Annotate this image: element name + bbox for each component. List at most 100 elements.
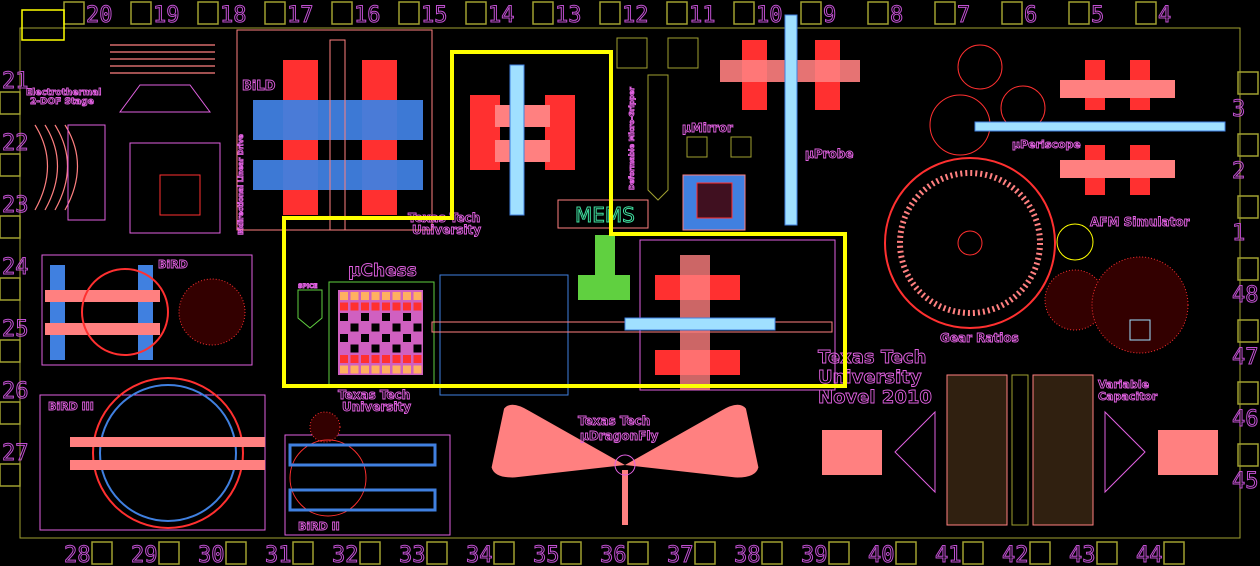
- chess-square: [403, 313, 411, 321]
- pad-number: 13: [555, 3, 582, 28]
- chess-piece: [392, 355, 401, 363]
- bond-pad: 42: [1002, 541, 1051, 566]
- pad-square: [0, 215, 21, 239]
- bond-pad: 17: [264, 1, 314, 29]
- bond-pad: 5: [1068, 1, 1105, 29]
- electrothermal-2dof-stage: Electrothermal 2-DOF Stage: [21, 9, 221, 234]
- bird-device: BiRD: [41, 254, 253, 366]
- bond-pad: 48: [1232, 257, 1259, 309]
- bond-pad: 28: [64, 541, 113, 566]
- micro-dragonfly: Texas Tech μDragonFly: [491, 404, 759, 525]
- pad-square: [1237, 133, 1259, 157]
- bond-pad: 38: [734, 541, 783, 566]
- bond-pad: 7: [934, 1, 971, 29]
- chess-square: [350, 323, 359, 332]
- pad-number: 24: [2, 255, 29, 280]
- pad-number: 30: [198, 543, 225, 566]
- pad-number: 19: [153, 3, 180, 28]
- chess-piece: [340, 365, 348, 374]
- pad-square: [0, 277, 21, 301]
- chess-piece: [403, 292, 411, 300]
- bild-device: BiLD Bidirectional Linear Drive Texas Te…: [236, 29, 482, 237]
- dragonfly-label-2: μDragonFly: [580, 429, 658, 443]
- chess-piece: [413, 292, 422, 300]
- chess-square: [413, 344, 422, 353]
- chess-square: [371, 323, 380, 332]
- pad-number: 46: [1232, 407, 1259, 432]
- pad-number: 2: [1232, 159, 1245, 184]
- micro-mirror: μMirror: [682, 121, 752, 231]
- pad-square: [761, 541, 783, 565]
- bond-pad: 30: [198, 541, 247, 566]
- pad-number: 10: [756, 3, 783, 28]
- chess-piece: [413, 302, 422, 311]
- chess-square: [361, 313, 369, 321]
- pad-number: 18: [220, 3, 247, 28]
- chess-square: [403, 334, 411, 342]
- pad-number: 1: [1232, 221, 1245, 246]
- pad-number: 26: [2, 379, 29, 404]
- pad-square: [1096, 541, 1118, 565]
- pad-square: [63, 1, 85, 25]
- bond-pad: 34: [466, 541, 515, 566]
- chess-piece: [392, 302, 401, 311]
- bond-pad: 20: [63, 1, 113, 29]
- gear-ratios: Gear Ratios AFM Simulator: [884, 157, 1190, 354]
- dragonfly-label-1: Texas Tech: [578, 414, 650, 428]
- bond-pad: 25: [0, 317, 29, 363]
- pad-square: [465, 1, 487, 25]
- chess-piece: [350, 365, 359, 374]
- pad-number: 6: [1024, 3, 1037, 28]
- pad-square: [627, 541, 649, 565]
- pad-square: [694, 541, 716, 565]
- pad-square: [1237, 381, 1259, 405]
- bond-pad: 9: [800, 1, 837, 29]
- bond-pad: 26: [0, 379, 29, 425]
- spice-label: SPICE: [298, 283, 317, 290]
- chess-piece: [371, 355, 380, 363]
- chess-piece: [413, 355, 422, 363]
- pad-square: [560, 541, 582, 565]
- pad-number: 31: [265, 543, 292, 566]
- bond-pad: 3: [1232, 71, 1259, 123]
- chess-piece: [340, 302, 348, 311]
- chess-piece: [361, 365, 369, 374]
- pad-number: 41: [935, 543, 962, 566]
- bird-label: BiRD: [158, 258, 188, 271]
- pad-square: [1001, 1, 1023, 25]
- chess-square: [350, 344, 359, 353]
- chess-piece: [382, 302, 390, 311]
- bond-pad: 29: [131, 541, 180, 566]
- pad-square: [91, 541, 113, 565]
- chess-piece: [361, 292, 369, 300]
- pad-square: [1237, 71, 1259, 95]
- pad-square: [1237, 443, 1259, 467]
- pad-square: [800, 1, 822, 25]
- pad-square: [130, 1, 152, 25]
- pad-square: [867, 1, 889, 25]
- ttu-label-2: University: [412, 223, 481, 237]
- chess-piece: [361, 302, 369, 311]
- micro-periscope: μPeriscope: [929, 44, 1226, 195]
- varcap-label-2: Capacitor: [1098, 390, 1158, 403]
- pad-square: [0, 463, 21, 487]
- bond-pad: 41: [935, 541, 984, 566]
- pad-number: 9: [823, 3, 836, 28]
- bond-pad: 37: [667, 541, 716, 566]
- pad-square: [0, 153, 21, 177]
- chess-piece: [340, 292, 348, 300]
- bond-pad: 18: [197, 1, 247, 29]
- pad-number: 27: [2, 441, 29, 466]
- pad-square: [426, 541, 448, 565]
- pad-square: [934, 1, 956, 25]
- pad-square: [1135, 1, 1157, 25]
- pad-number: 15: [421, 3, 448, 28]
- pad-number: 14: [488, 3, 515, 28]
- pad-number: 8: [890, 3, 903, 28]
- pad-square: [398, 1, 420, 25]
- bond-pad: 2: [1232, 133, 1259, 185]
- chess-piece: [350, 292, 359, 300]
- mirror-label: μMirror: [682, 121, 733, 135]
